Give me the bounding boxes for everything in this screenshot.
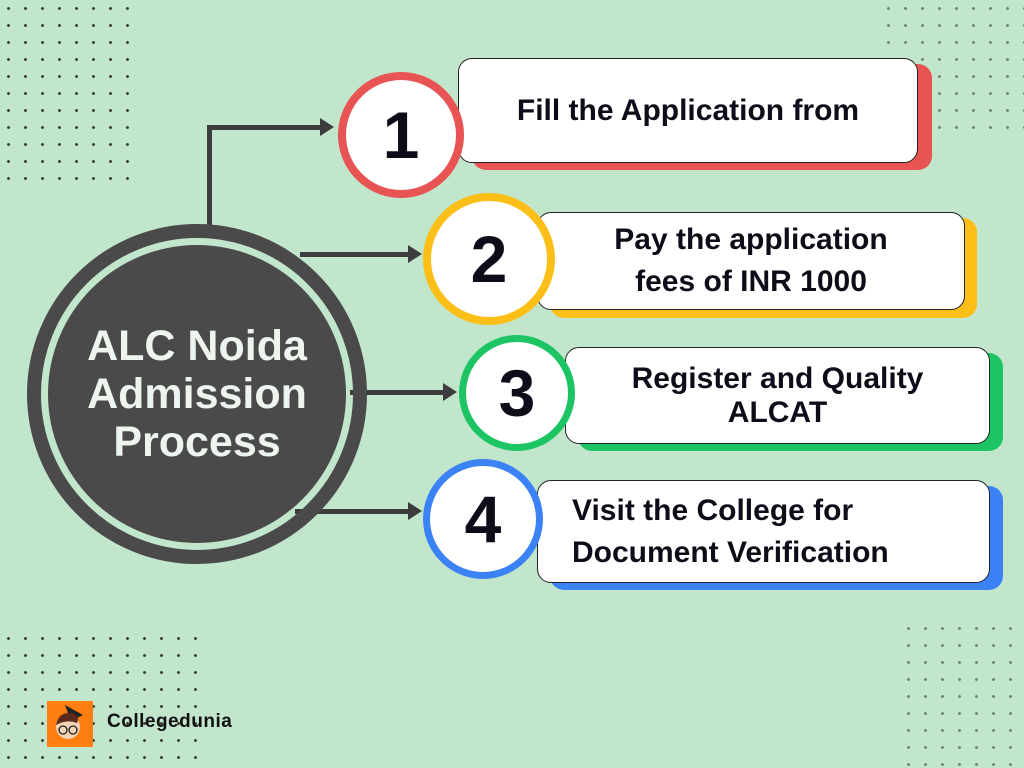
step-3-box: Register and Quality ALCAT: [565, 347, 990, 444]
arrow-icon: [320, 118, 334, 136]
connector-line: [300, 252, 410, 257]
connector-line: [295, 509, 410, 514]
step-4-number: 4: [423, 459, 543, 579]
page-title: ALC Noida Admission Process: [87, 322, 307, 466]
step-2-text: Pay the application fees of INR 1000: [614, 223, 888, 298]
connector-line: [207, 125, 212, 237]
connector-line: [350, 390, 445, 395]
decorative-dots: [0, 0, 140, 190]
step-4-text: Visit the College for Document Verificat…: [572, 493, 889, 569]
step-1-text: Fill the Application from: [516, 93, 860, 127]
step-2-number: 2: [423, 193, 555, 325]
arrow-icon: [443, 383, 457, 401]
decorative-dots: [900, 620, 1024, 768]
decorative-dots: [0, 630, 200, 768]
step-3-text: Register and Quality ALCAT: [631, 361, 924, 429]
step-1-box: Fill the Application from: [458, 58, 918, 163]
connector-line: [207, 125, 322, 130]
step-2-box: Pay the application fees of INR 1000: [537, 212, 965, 310]
hub-circle: ALC Noida Admission Process: [48, 245, 346, 543]
step-1-number: 1: [338, 72, 464, 198]
brand-name: Collegedunia: [107, 711, 233, 732]
step-3-number: 3: [459, 335, 575, 451]
step-4-box: Visit the College for Document Verificat…: [537, 480, 990, 583]
collegedunia-mascot-icon: [47, 701, 93, 747]
arrow-icon: [408, 245, 422, 263]
arrow-icon: [408, 502, 422, 520]
